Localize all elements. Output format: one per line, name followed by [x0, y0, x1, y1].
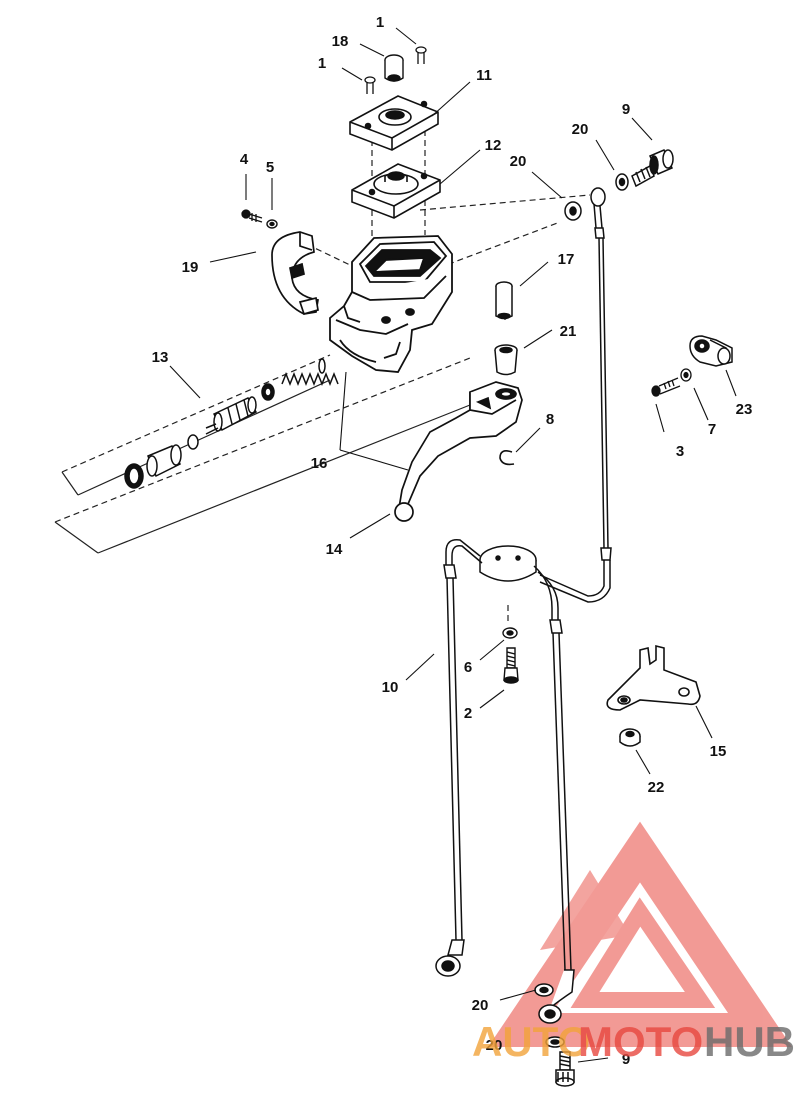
- brake-lever-part-14: [394, 381, 523, 522]
- callout-20-lower-a: 20: [472, 997, 489, 1014]
- autmotohub-watermark: AUTO MOTO HUB: [472, 1018, 795, 1065]
- washer-part-20-upper-left: [564, 201, 582, 221]
- screw-part-4: [241, 209, 263, 223]
- callout-11: 11: [476, 67, 492, 84]
- watermark-moto: MOTO: [578, 1018, 703, 1065]
- callout-17: 17: [558, 251, 575, 268]
- screw-part-3: [651, 377, 681, 397]
- e-clip-part-8: [499, 450, 515, 466]
- callout-18: 18: [332, 33, 349, 50]
- autmotohub-logo-mark: [488, 821, 792, 1047]
- pivot-pin-part-17: [495, 281, 513, 320]
- washer-part-5: [266, 219, 278, 229]
- grommet-part-18: [384, 54, 404, 82]
- brake-line-upper: [539, 187, 612, 603]
- nut-part-22: [619, 728, 641, 747]
- callout-23: 23: [736, 401, 753, 418]
- bushing-part-21: [494, 344, 518, 376]
- callout-21: 21: [560, 323, 577, 340]
- master-cylinder-body-part-16: [329, 235, 453, 373]
- banjo-bolt-part-9-upper: [631, 149, 674, 188]
- screw-part-1-left: [364, 76, 376, 94]
- callout-9-upper: 9: [622, 101, 630, 118]
- callout-5: 5: [266, 159, 274, 176]
- washer-part-20-lower-1: [534, 983, 554, 997]
- piston-assembly-part-13: [124, 358, 339, 489]
- clamp-part-19: [271, 231, 319, 316]
- screw-part-1-right: [415, 46, 427, 64]
- callout-13: 13: [152, 349, 169, 366]
- callout-10: 10: [382, 679, 399, 696]
- washer-part-6: [502, 627, 518, 639]
- callout-4: 4: [240, 151, 249, 168]
- leader-lines: [169, 27, 737, 1063]
- group-13-bracket: [54, 379, 471, 554]
- callout-7: 7: [708, 421, 716, 438]
- brake-line-junction-part-10: [435, 539, 575, 1024]
- callout-20-upper-a: 20: [572, 121, 589, 138]
- watermark-auto: AUTO: [472, 1018, 590, 1065]
- bracket-part-15: [606, 644, 701, 711]
- washer-part-20-lower-2: [545, 1036, 565, 1048]
- callout-9-lower: 9: [622, 1051, 630, 1068]
- washer-part-20-upper-right: [615, 173, 629, 191]
- callout-6: 6: [464, 659, 472, 676]
- callout-labels: 1 18 1 11 12 9 20 20 4 5 19 17 21 13 3 7…: [152, 14, 753, 1068]
- callout-2: 2: [464, 705, 472, 722]
- callout-15: 15: [710, 743, 727, 760]
- callout-22: 22: [648, 779, 665, 796]
- callout-1-top: 1: [376, 14, 384, 31]
- callout-12: 12: [485, 137, 502, 154]
- callout-16: 16: [311, 455, 328, 472]
- watermark-hub: HUB: [704, 1018, 795, 1065]
- callout-14: 14: [326, 541, 343, 558]
- callout-1-left: 1: [318, 55, 326, 72]
- banjo-bolt-part-9-lower: [555, 1051, 575, 1087]
- callout-20-upper-b: 20: [510, 153, 527, 170]
- reservoir-cover-part-11: [349, 95, 439, 151]
- callout-8: 8: [546, 411, 554, 428]
- screw-part-2: [503, 647, 519, 684]
- diaphragm-part-12: [351, 163, 441, 219]
- callout-20-lower-b: 20: [486, 1037, 503, 1054]
- callout-19: 19: [182, 259, 199, 276]
- washer-part-7: [680, 368, 692, 382]
- callout-3: 3: [676, 443, 684, 460]
- clamp-part-23: [689, 335, 733, 367]
